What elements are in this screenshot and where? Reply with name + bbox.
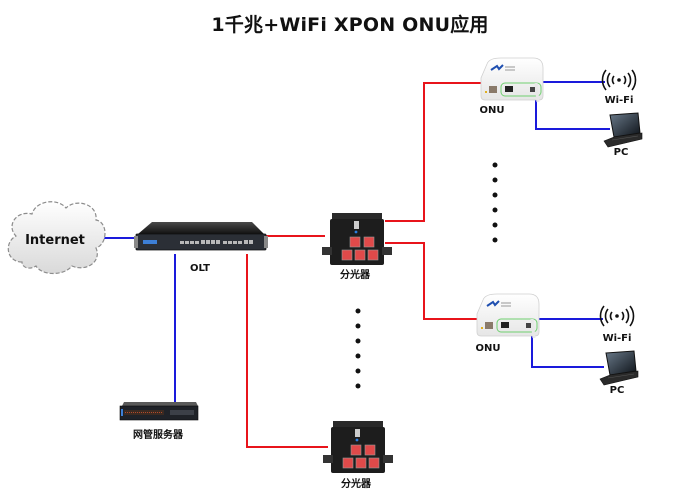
pc-bottom-label: PC [610, 385, 625, 396]
splitter-top-label: 分光器 [340, 268, 371, 281]
splitter-bottom-label: 分光器 [341, 477, 372, 490]
onu-top-label: ONU [480, 105, 505, 116]
internet-label: Internet [25, 233, 85, 248]
wifi-bottom-icon[interactable] [599, 305, 635, 327]
splitter-bottom-icon[interactable] [323, 421, 393, 473]
splitter-top-icon[interactable] [322, 213, 392, 265]
olt-label: OLT [190, 263, 210, 274]
wifi-bottom-label: Wi-Fi [603, 333, 632, 344]
link-olt-splitter-bottom [246, 254, 328, 448]
pc-top-label: PC [614, 147, 629, 158]
splitter-continuation-dots [355, 308, 361, 389]
internet-cloud-icon[interactable] [7, 201, 106, 275]
olt-device-icon[interactable] [134, 222, 268, 251]
link-splitter-onu-top [385, 82, 483, 222]
onu-bottom-label: ONU [476, 343, 501, 354]
server-icon[interactable] [119, 402, 199, 421]
link-splitter-onu-bottom [385, 242, 483, 320]
pc-top-icon[interactable] [603, 112, 643, 148]
links [100, 81, 610, 448]
link-onu-top-pc [535, 94, 610, 130]
onu-bottom-icon[interactable] [476, 293, 540, 339]
server-label: 网管服务器 [133, 428, 184, 441]
pc-bottom-icon[interactable] [599, 350, 639, 386]
wifi-top-icon[interactable] [601, 69, 637, 91]
diagram-title: 1千兆+WiFi XPON ONU应用 [211, 14, 489, 36]
onu-continuation-dots [492, 162, 498, 243]
onu-top-icon[interactable] [480, 57, 544, 103]
wifi-top-label: Wi-Fi [605, 95, 634, 106]
link-onu-bottom-pc [531, 331, 604, 368]
